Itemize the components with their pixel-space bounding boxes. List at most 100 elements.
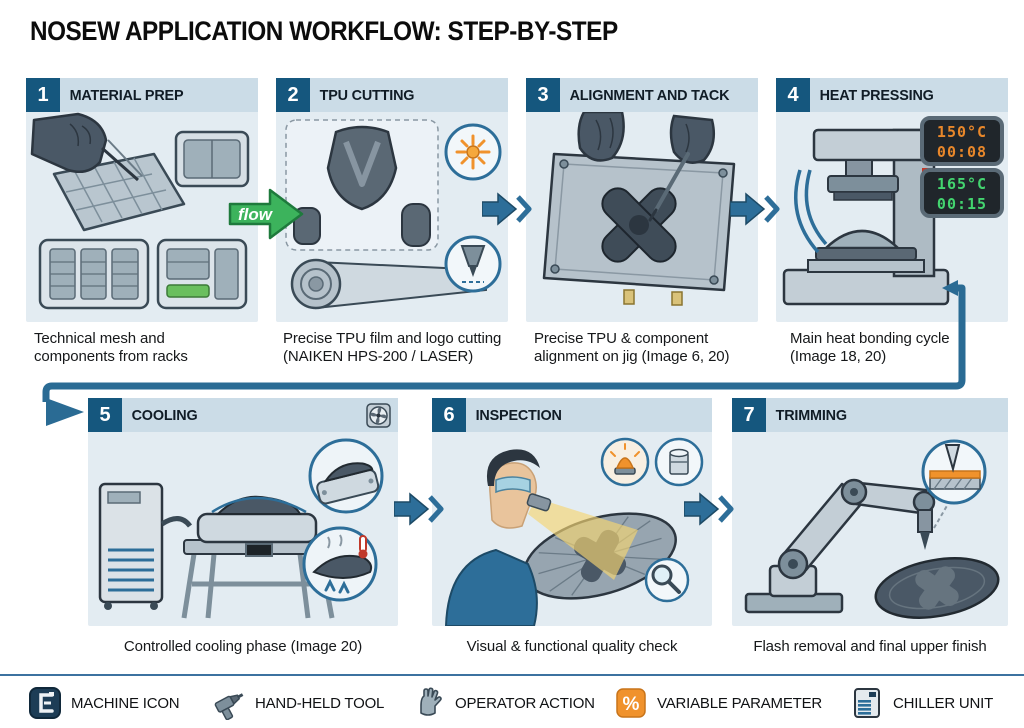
step-title: TPU CUTTING bbox=[319, 86, 415, 104]
step-panel-trimming: 7 TRIMMING bbox=[732, 398, 1008, 626]
table-display-icon bbox=[245, 543, 273, 557]
cooling-plate-inset-icon bbox=[308, 438, 384, 514]
step-title: TRIMMING bbox=[775, 406, 847, 424]
step-panel-material-prep: 1 MATERIAL PREP bbox=[26, 78, 258, 322]
cooling-arrows-icon bbox=[324, 578, 350, 594]
step-arrow-2-3 bbox=[482, 192, 532, 226]
step-panel-heat-pressing: 4 HEAT PRESSING bbox=[776, 78, 1008, 322]
tpu-pieces-region bbox=[285, 119, 439, 251]
mesh-sheet-icon bbox=[52, 152, 186, 232]
page-title: NOSEW APPLICATION WORKFLOW: STEP-BY-STEP bbox=[30, 16, 618, 46]
svg-text:150°C: 150°C bbox=[937, 123, 987, 141]
step-panel-cooling: 5 COOLING bbox=[88, 398, 398, 626]
trimming-illustration bbox=[732, 432, 1008, 626]
temp-display-2: 165°C 00:15 bbox=[920, 168, 1004, 218]
legend-label: MACHINE ICON bbox=[71, 694, 180, 712]
step-caption-6: Visual & functional quality check bbox=[466, 638, 678, 655]
step-panel-inspection: 6 INSPECTION bbox=[432, 398, 712, 626]
step-arrow-5-6 bbox=[394, 492, 444, 526]
legend-divider bbox=[0, 674, 1024, 676]
gloved-hand-right-icon bbox=[669, 114, 715, 164]
step-caption-3: Precise TPU & component alignment on jig… bbox=[534, 330, 730, 366]
svg-text:00:15: 00:15 bbox=[937, 195, 987, 213]
tweezers-icon bbox=[101, 139, 143, 182]
step-header: 5 COOLING bbox=[88, 398, 398, 432]
legend-label: CHILLER UNIT bbox=[893, 694, 994, 712]
step-number-badge: 7 bbox=[732, 398, 766, 432]
leader-line bbox=[933, 503, 949, 529]
step-arrow-3-4 bbox=[730, 192, 780, 226]
svg-text:flow: flow bbox=[238, 205, 274, 224]
coolant-hose-icon bbox=[160, 516, 193, 528]
laser-inset-icon bbox=[444, 123, 502, 181]
cooling-part-inset-icon bbox=[302, 526, 378, 602]
temp-display-1: 150°C 00:08 bbox=[920, 116, 1004, 166]
fan-icon bbox=[366, 402, 391, 428]
step-title: ALIGNMENT AND TACK bbox=[569, 86, 730, 104]
trim-tool-tip-icon bbox=[920, 532, 930, 550]
legend-item-tool: HAND-HELD TOOL bbox=[212, 684, 384, 722]
alarm-lamp-inset-icon bbox=[600, 437, 650, 487]
coolant-tubes-icon bbox=[793, 169, 828, 254]
step-header: 7 TRIMMING bbox=[732, 398, 1008, 432]
step-number-badge: 3 bbox=[526, 78, 560, 112]
flash-trim-inset-icon bbox=[921, 439, 987, 505]
component-tray-icon bbox=[174, 130, 250, 188]
step-number-badge: 5 bbox=[88, 398, 122, 432]
step-caption-5: Controlled cooling phase (Image 20) bbox=[123, 638, 363, 655]
inspector-icon bbox=[444, 449, 552, 626]
step-header: 2 TPU CUTTING bbox=[276, 78, 508, 112]
thermometer-icon bbox=[358, 535, 368, 559]
material-prep-illustration bbox=[26, 112, 258, 322]
svg-text:00:08: 00:08 bbox=[937, 143, 987, 161]
trimmed-part-icon bbox=[874, 557, 1000, 619]
legend-label: OPERATOR ACTION bbox=[455, 694, 595, 712]
step-header: 1 MATERIAL PREP bbox=[26, 78, 258, 112]
step-title: COOLING bbox=[131, 406, 198, 424]
gloved-hand-left-icon bbox=[577, 112, 625, 162]
flashlight-icon bbox=[526, 493, 552, 512]
machine-icon bbox=[29, 687, 61, 719]
step-number-badge: 6 bbox=[432, 398, 466, 432]
step-title: MATERIAL PREP bbox=[69, 86, 184, 104]
heat-press-illustration: 150°C 00:08 165°C 00:15 bbox=[776, 112, 1008, 322]
cooling-illustration bbox=[88, 432, 398, 626]
x-component-icon bbox=[601, 187, 677, 263]
robot-arm-icon bbox=[744, 478, 936, 614]
hand-held-tool-icon bbox=[214, 693, 244, 720]
step-header: 4 HEAT PRESSING bbox=[776, 78, 1008, 112]
legend-item-machine: MACHINE ICON bbox=[28, 684, 180, 722]
step-title: HEAT PRESSING bbox=[819, 86, 934, 104]
tpu-cutting-illustration bbox=[276, 112, 508, 322]
cutter-nozzle-inset-icon bbox=[444, 235, 502, 293]
inspection-illustration bbox=[432, 432, 712, 626]
magnifier-inset-icon bbox=[644, 557, 690, 603]
variable-parameter-icon: % bbox=[616, 688, 646, 718]
legend-label: HAND-HELD TOOL bbox=[255, 694, 385, 712]
container-inset-icon bbox=[654, 437, 704, 487]
legend-label: VARIABLE PARAMETER bbox=[657, 694, 823, 712]
step-caption-4: Main heat bonding cycle (Image 18, 20) bbox=[790, 330, 950, 366]
step-header: 6 INSPECTION bbox=[432, 398, 712, 432]
step-caption-7: Flash removal and final upper finish bbox=[753, 638, 987, 655]
step-panel-tpu-cutting: 2 TPU CUTTING bbox=[276, 78, 508, 322]
step-number-badge: 4 bbox=[776, 78, 810, 112]
step-number-badge: 1 bbox=[26, 78, 60, 112]
step-caption-1: Technical mesh and components from racks bbox=[34, 330, 188, 366]
chiller-unit-icon bbox=[98, 482, 164, 610]
alignment-illustration bbox=[526, 112, 758, 322]
step-caption-2: Precise TPU film and logo cutting (NAIKE… bbox=[283, 330, 502, 366]
step-title: INSPECTION bbox=[475, 406, 562, 424]
tack-tool-icon bbox=[648, 152, 690, 222]
chiller-unit-icon bbox=[854, 688, 880, 718]
svg-text:%: % bbox=[623, 694, 640, 715]
step-number-badge: 2 bbox=[276, 78, 310, 112]
safety-glasses-icon bbox=[495, 476, 531, 494]
flow-arrow: flow bbox=[228, 188, 304, 240]
cooling-table-icon bbox=[181, 495, 335, 619]
step-arrow-6-7 bbox=[684, 492, 734, 526]
blade-icon bbox=[944, 444, 961, 473]
svg-text:165°C: 165°C bbox=[937, 175, 987, 193]
legend-item-chiller: CHILLER UNIT bbox=[850, 684, 993, 722]
